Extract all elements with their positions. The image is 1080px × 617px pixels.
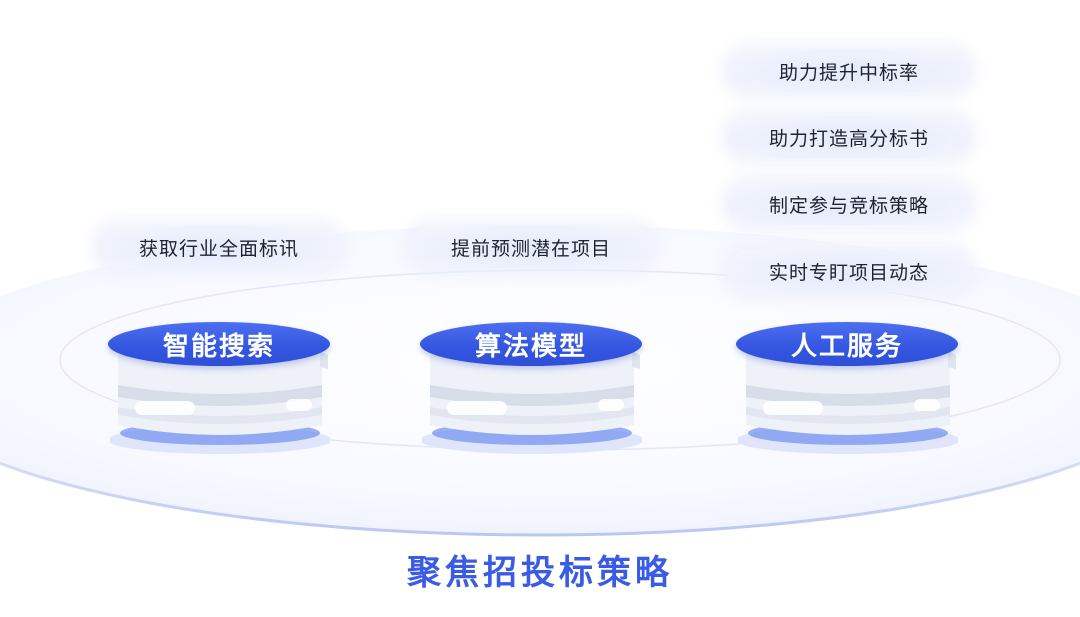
- tag-pill: 提前预测潜在项目: [410, 226, 652, 268]
- tag-text: 获取行业全面标讯: [138, 237, 299, 260]
- tag-text: 助力提升中标率: [778, 61, 919, 84]
- pedestal-body: [110, 351, 330, 454]
- tag-pill: 获取行业全面标讯: [98, 226, 340, 268]
- pedestal-human-service: [738, 345, 958, 455]
- pillar-label-human-service: 人工服务: [736, 322, 958, 366]
- pedestal-body: [422, 351, 642, 454]
- pedestal-algorithm-model: [422, 345, 642, 455]
- tag-text: 制定参与竞标策略: [768, 194, 929, 217]
- tag-text: 提前预测潜在项目: [450, 237, 611, 260]
- pillar-label-smart-search: 智能搜索: [108, 322, 330, 366]
- pillar-label-algorithm-model: 算法模型: [420, 322, 642, 366]
- tag-pill: 助力打造高分标书: [728, 116, 970, 158]
- main-title: 聚焦招投标策略: [407, 553, 673, 593]
- tag-text: 实时专盯项目动态: [768, 261, 929, 284]
- pedestal-smart-search: [110, 345, 330, 455]
- tag-pill: 实时专盯项目动态: [728, 250, 970, 292]
- pedestal-body: [738, 351, 958, 454]
- tag-pill: 制定参与竞标策略: [728, 183, 970, 225]
- tag-text: 助力打造高分标书: [768, 127, 929, 150]
- tag-pill: 助力提升中标率: [728, 50, 970, 92]
